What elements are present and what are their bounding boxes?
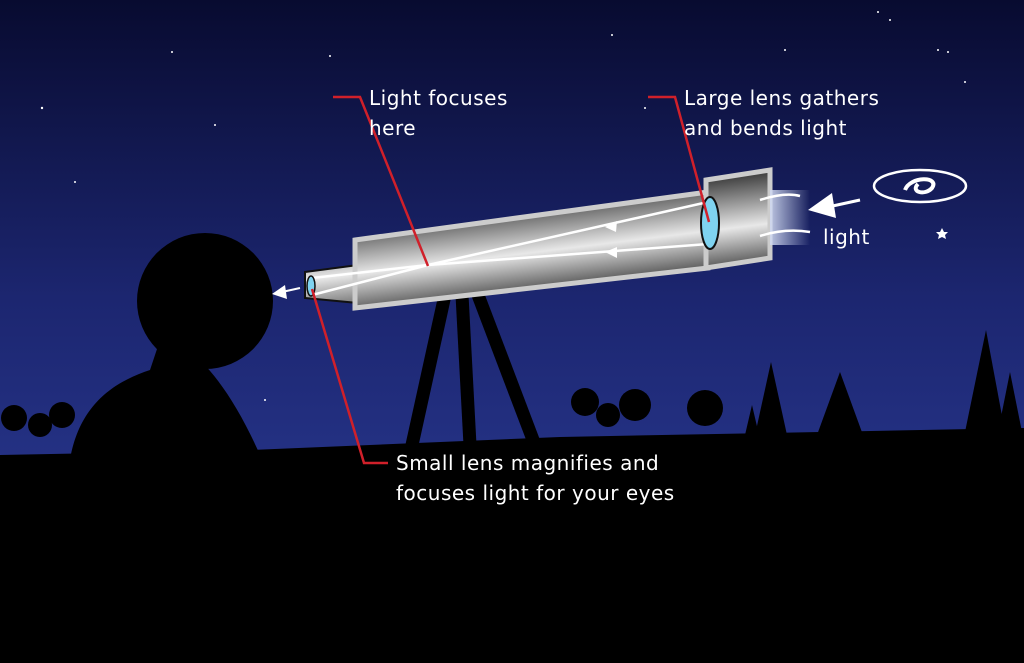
label-line: Small lens magnifies and (396, 451, 659, 475)
incoming-light-glow (770, 190, 810, 245)
person-head (137, 233, 273, 369)
star (889, 19, 891, 21)
star (964, 81, 966, 83)
star-icon (936, 228, 948, 239)
star (611, 34, 613, 36)
star (264, 399, 266, 401)
label-line: focuses light for your eyes (396, 481, 675, 505)
star (784, 49, 786, 51)
star (877, 11, 879, 13)
tree-line (1, 330, 1022, 437)
star (214, 124, 216, 126)
label-line: and bends light (684, 116, 847, 140)
leader-line-focus (333, 95, 430, 267)
person-body (70, 340, 260, 460)
stars (40, 11, 966, 401)
star (74, 181, 76, 183)
tripod-leg (455, 294, 477, 446)
arrow-left-icon (605, 247, 617, 258)
label-line: here (369, 116, 416, 140)
label-light-focuses: Light focuses here (369, 86, 515, 140)
star (947, 51, 949, 53)
star (171, 51, 173, 53)
label-line: Large lens gathers (684, 86, 879, 110)
star (644, 107, 646, 109)
leader-line-large-lens (648, 95, 711, 223)
galaxy-icon (872, 168, 968, 204)
light-rays (311, 193, 811, 297)
label-large-lens: Large lens gathers and bends light (684, 86, 886, 140)
star (40, 106, 44, 110)
person-silhouette (70, 233, 273, 460)
leader-lines (310, 95, 711, 465)
label-small-lens: Small lens magnifies and focuses light f… (396, 451, 675, 505)
label-light: light (823, 225, 870, 249)
arrow-left-icon (272, 285, 301, 299)
ground (0, 428, 1024, 663)
tripod-leg (405, 293, 452, 447)
arrow-left-icon (808, 193, 861, 218)
label-line: Light focuses (369, 86, 508, 110)
star (329, 55, 331, 57)
tripod (405, 292, 542, 448)
tripod-leg (471, 292, 542, 448)
leader-line-small-lens (310, 288, 388, 465)
arrow-left-icon (605, 221, 617, 232)
star (937, 49, 939, 51)
